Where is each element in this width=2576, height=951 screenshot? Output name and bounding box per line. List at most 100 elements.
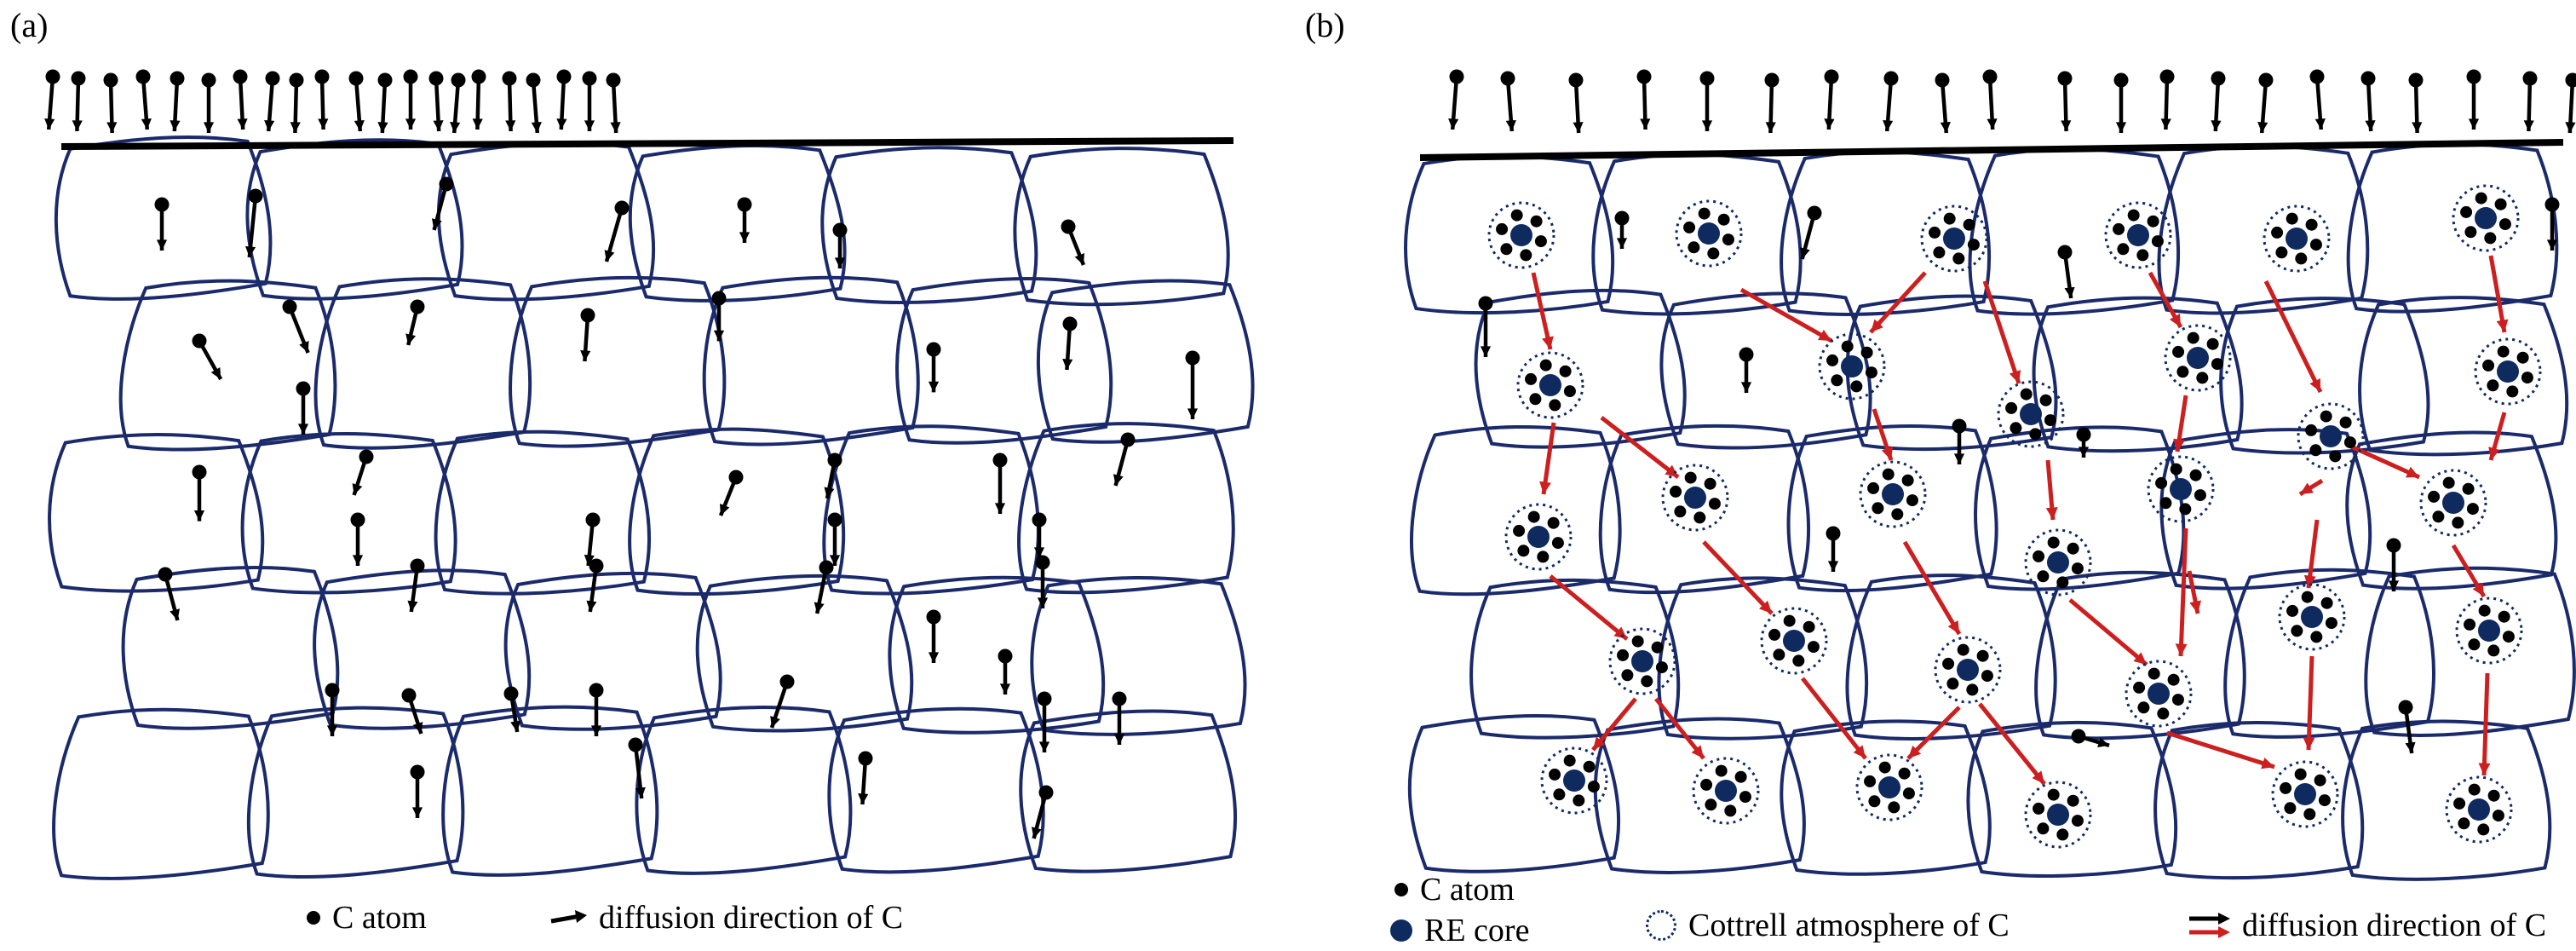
arrow-head xyxy=(2412,122,2423,133)
red-diffusion-arrow xyxy=(1869,271,1927,334)
arrow-head xyxy=(2189,600,2201,614)
c-atom xyxy=(2502,631,2515,643)
red-diffusion-arrow xyxy=(1978,702,2046,786)
red-diffusion-arrow xyxy=(1654,697,1705,760)
c-atom xyxy=(1878,761,1891,774)
arrow-head xyxy=(2496,319,2509,332)
c-atom xyxy=(2360,71,2376,86)
arrow-head xyxy=(290,122,301,133)
arrow-head xyxy=(450,121,461,133)
diagram-a xyxy=(44,69,1255,880)
c-atom xyxy=(503,686,519,701)
c-atom xyxy=(1529,393,1542,406)
cottrell-ring xyxy=(2125,660,2193,728)
c-atom xyxy=(1688,241,1700,254)
cottrell-ring-icon xyxy=(1646,910,1676,941)
c-atom xyxy=(2076,427,2091,442)
c-atom xyxy=(2170,463,2182,476)
arrow-head xyxy=(1701,120,1713,131)
arrow-head xyxy=(1987,118,1998,130)
re-cluster xyxy=(1504,503,1573,571)
arrow-head xyxy=(1947,620,1959,634)
grain xyxy=(2364,566,2576,737)
c-atom xyxy=(1850,380,1863,393)
arrow-head xyxy=(2523,120,2534,131)
arrow-head xyxy=(604,250,615,262)
arrow-head xyxy=(1573,122,1584,133)
grain xyxy=(1013,147,1230,307)
c-atom xyxy=(1587,781,1600,793)
c-atom xyxy=(325,683,340,698)
c-atom xyxy=(2029,428,2042,441)
c-atom xyxy=(1717,213,1730,226)
arrow-head xyxy=(2211,120,2222,131)
arrow-head xyxy=(2314,118,2326,130)
re-cluster xyxy=(2419,469,2487,537)
grain xyxy=(1410,425,1622,597)
arrow-head xyxy=(1827,561,1839,572)
c-atom xyxy=(1614,210,1630,226)
legend-item-re-core: RE core xyxy=(1390,912,1529,949)
arrow-head xyxy=(156,239,168,251)
arrow-head xyxy=(170,608,181,620)
c-atom xyxy=(2301,591,2314,603)
re-cluster xyxy=(2297,402,2365,470)
c-atom xyxy=(471,69,486,84)
arrow-head xyxy=(299,341,309,353)
c-atom xyxy=(1684,471,1697,484)
grain xyxy=(1017,422,1235,595)
c-atom xyxy=(2428,490,2441,503)
re-core xyxy=(2468,798,2490,821)
c-atom xyxy=(451,72,466,88)
grain xyxy=(441,705,659,877)
re-core xyxy=(1715,780,1737,802)
c-atom xyxy=(2047,788,2060,801)
re-cluster xyxy=(1760,607,1828,675)
grain xyxy=(827,706,1045,874)
grain xyxy=(628,427,846,597)
c-atom xyxy=(2211,71,2226,86)
arrow-head xyxy=(2388,580,2400,591)
grain xyxy=(888,575,1106,735)
c-atom xyxy=(233,69,248,84)
grain xyxy=(1845,573,2057,741)
c-atom xyxy=(2497,345,2510,358)
c-atom xyxy=(1860,346,1873,359)
grain xyxy=(820,146,1038,304)
c-atom xyxy=(2196,372,2209,384)
arrow-head xyxy=(580,350,591,361)
arrow-head xyxy=(2303,574,2316,588)
re-cluster xyxy=(1859,460,1927,528)
c-atom xyxy=(1563,385,1576,398)
c-atom xyxy=(2295,252,2308,265)
c-atom xyxy=(2325,617,2337,630)
c-atom xyxy=(2565,72,2576,88)
arrow-head xyxy=(411,807,423,818)
cottrell-ring xyxy=(2445,775,2513,844)
arrow-head xyxy=(2365,120,2376,131)
cottrell-ring xyxy=(1487,201,1555,269)
arrow-head xyxy=(1037,597,1049,608)
c-atom xyxy=(2408,72,2424,88)
c-atom xyxy=(1698,207,1711,220)
red-diffusion-arrow xyxy=(2481,672,2490,776)
cottrell-ring xyxy=(2452,184,2520,252)
re-core xyxy=(2475,207,2497,229)
c-atom xyxy=(192,464,207,480)
c-atom xyxy=(2310,631,2323,643)
c-atom xyxy=(2039,394,2052,406)
legend-item-c-atom: C atom xyxy=(307,899,427,937)
c-atom xyxy=(2057,71,2073,86)
c-atom xyxy=(1942,657,1955,670)
re-cluster xyxy=(1540,746,1608,815)
c-atom xyxy=(1525,372,1538,385)
arrow-head xyxy=(377,122,388,133)
arrow-head xyxy=(412,722,423,734)
c-atom xyxy=(192,333,207,349)
c-atom xyxy=(2033,550,2045,562)
c-atom xyxy=(1867,481,1880,494)
arrow-head xyxy=(264,119,275,131)
grain xyxy=(2219,297,2430,455)
c-atom xyxy=(2071,815,2084,827)
c-atom xyxy=(1496,222,1509,235)
